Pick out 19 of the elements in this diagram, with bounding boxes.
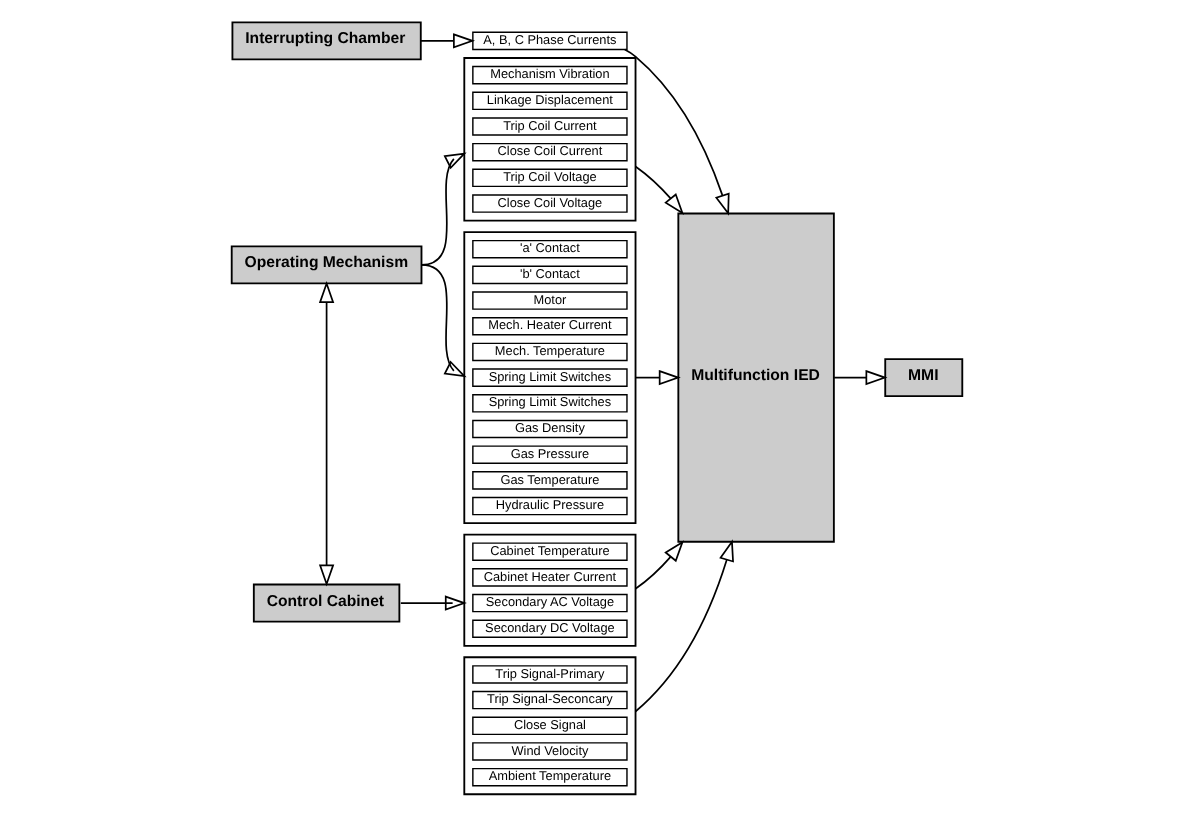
arrow: [633, 165, 684, 215]
cluster: [462, 57, 636, 222]
arrow: [832, 369, 887, 386]
arrow: [419, 33, 474, 49]
node-box: Multifunction IED: [676, 212, 834, 543]
arrow: [317, 281, 334, 587]
arrow: [622, 48, 729, 216]
arrow: [633, 539, 733, 713]
node-box: Operating Mechanism: [229, 245, 422, 285]
arrow: [633, 369, 680, 386]
cluster: [462, 231, 636, 525]
cluster: [462, 533, 636, 647]
arrow: [398, 595, 466, 611]
arrow: [419, 264, 466, 378]
node-box: Control Cabinet: [251, 583, 400, 623]
node-box: Interrupting Chamber: [230, 21, 421, 61]
arrow: [633, 540, 684, 590]
cluster: [462, 656, 636, 796]
node-box: MMI: [883, 358, 963, 398]
